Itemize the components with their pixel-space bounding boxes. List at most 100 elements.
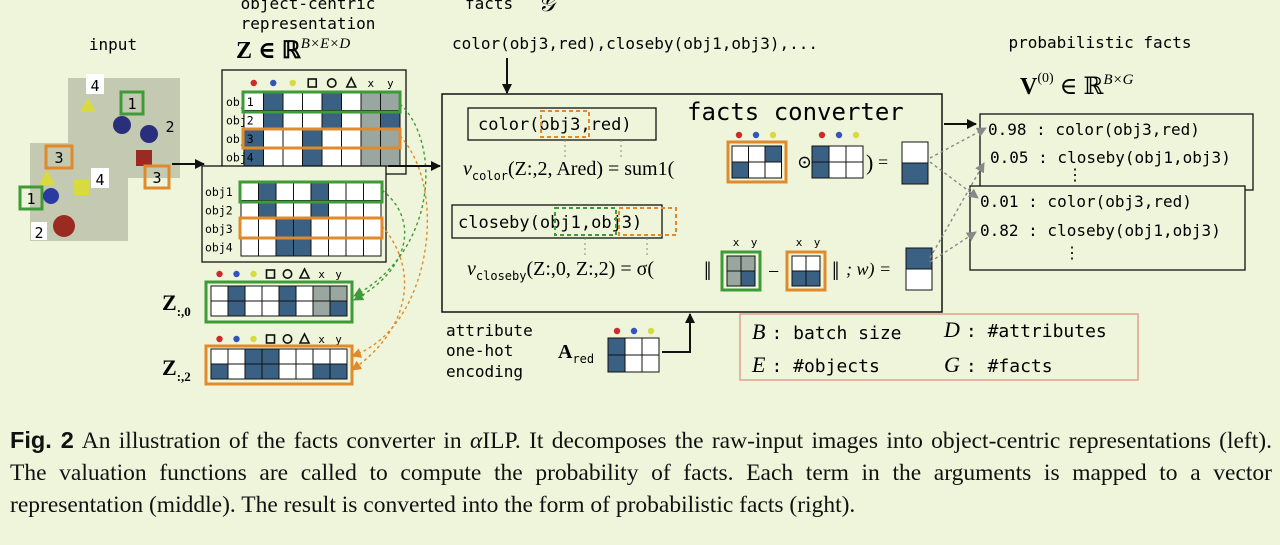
z-front-cell	[328, 218, 347, 238]
svg-text:2: 2	[165, 118, 174, 136]
svg-text:4: 4	[90, 77, 99, 95]
a-red-cell	[607, 337, 626, 356]
slice-connector-curves	[351, 103, 428, 371]
z-slice-2-cell	[278, 363, 297, 380]
prob-fact-2-2: 0.82 : closeby(obj1,obj3)	[980, 221, 1221, 240]
result-connector-lines	[929, 127, 987, 263]
z-back-cell	[302, 91, 323, 111]
z-slice-0-cell	[312, 285, 331, 302]
z-back-cell	[302, 147, 323, 167]
y-coord-header: y	[387, 77, 394, 90]
coord-header: y	[814, 236, 821, 249]
z-slice-0-cell	[278, 285, 297, 302]
attr-color-dot	[835, 131, 843, 139]
z-back-cell	[282, 91, 303, 111]
a-red-cell	[607, 354, 626, 373]
z-back-cell	[263, 91, 284, 111]
object-row-label: obj1	[226, 95, 254, 109]
z-slice-0-label: Z:,0	[162, 290, 191, 319]
color-zslice-cell	[748, 145, 766, 163]
z-front-obj3-highlight	[238, 216, 384, 240]
a-red-vector	[607, 327, 660, 373]
svg-text:4: 4	[95, 171, 104, 189]
z-front-cell	[240, 237, 259, 257]
z-back-cell	[263, 147, 284, 167]
z-slice-2-cell	[261, 348, 280, 365]
closeby-obj3-cell	[791, 255, 807, 272]
color-ared-cell	[828, 161, 847, 179]
z-slice-0-cell	[244, 285, 263, 302]
triangle-shape-icon	[298, 332, 311, 344]
equals-sign: =	[878, 152, 888, 172]
color-zslice-cell	[748, 161, 766, 179]
z-front-cell	[310, 237, 329, 257]
z-front-cell	[345, 218, 364, 238]
facts-converter-diagram: input 4 1 2 3 3 4 1 2 object-centric rep…	[18, 0, 1254, 386]
a-red-cell	[641, 354, 660, 373]
facts-converter-title: facts converter	[687, 98, 904, 126]
svg-text:1: 1	[127, 95, 136, 113]
z-back-cell	[341, 91, 362, 111]
closeby-obj1-cell	[740, 255, 756, 272]
close-paren: )	[866, 150, 873, 175]
z-front-cell	[240, 218, 259, 238]
attr-color-dot	[630, 327, 638, 335]
z-front-cell	[310, 181, 329, 201]
z-back-cell	[302, 128, 323, 148]
z-slice-2-cell	[244, 348, 263, 365]
z-slice-2-cell	[278, 348, 297, 365]
z-back-cell	[321, 91, 342, 111]
minus-sign: −	[768, 261, 779, 283]
x-coord-header: x	[318, 268, 325, 281]
color-ared-cell	[811, 161, 830, 179]
z-tensor-symbol: Z ∈ ℝB×E×D	[236, 36, 350, 64]
closeby-arg-obj1-highlight	[554, 207, 617, 236]
z-slice-0-cell	[210, 300, 229, 317]
z-front-cell	[275, 181, 294, 201]
z-slice-2-cell	[312, 348, 331, 365]
z-slice-2-cell	[227, 348, 246, 365]
z-slice-2-cell	[295, 348, 314, 365]
color-result-cell	[901, 141, 929, 164]
svg-text:3: 3	[54, 149, 63, 167]
color-fact-text: color(obj3,red)	[478, 115, 632, 135]
z-front-cell	[363, 218, 382, 238]
y-coord-header: y	[335, 333, 342, 346]
z-slice-0-cell	[261, 285, 280, 302]
facts-list: color(obj3,red),closeby(obj1,obj3),...	[452, 34, 818, 53]
input-scene-front: 3 4 1 2	[18, 143, 128, 242]
z-back-cell	[321, 128, 342, 148]
object-row-label: obj4	[205, 241, 233, 255]
z-front-cell	[240, 181, 259, 201]
legend-box	[739, 313, 1139, 381]
attr-encoding-line2: one-hot	[446, 341, 513, 360]
z-back-cell	[263, 128, 284, 148]
z-slice-0-cell	[329, 300, 348, 317]
caption-text-post: ILP. It decomposes the raw-input images …	[10, 428, 1272, 518]
prob-facts-box-1	[979, 113, 1254, 191]
svg-text:⋮: ⋮	[1064, 243, 1080, 262]
circle-shape-icon	[282, 268, 293, 279]
attr-color-dot	[216, 270, 223, 278]
square-shape-icon	[307, 78, 318, 88]
circle-shape-icon	[282, 333, 293, 344]
color-ared-cell	[828, 145, 847, 163]
z-slice-2-cell	[227, 363, 246, 380]
closeby-obj1-cell	[726, 255, 742, 272]
circle-shape-icon	[326, 78, 337, 89]
z-back-cell	[360, 91, 381, 111]
square-shape-icon	[265, 334, 276, 344]
z-back-cell	[380, 147, 401, 167]
z-back-obj3-highlight	[241, 127, 402, 150]
closeby-obj3-cell	[805, 270, 821, 287]
z-front-cell	[275, 218, 294, 238]
color-fact-box	[467, 107, 657, 141]
a-red-label: Ared	[558, 341, 594, 366]
color-result-cell	[901, 162, 929, 185]
attr-color-dot	[613, 327, 621, 335]
coord-header: x	[796, 236, 803, 249]
z-back-cell	[341, 128, 362, 148]
z-slice-0-cell	[295, 300, 314, 317]
